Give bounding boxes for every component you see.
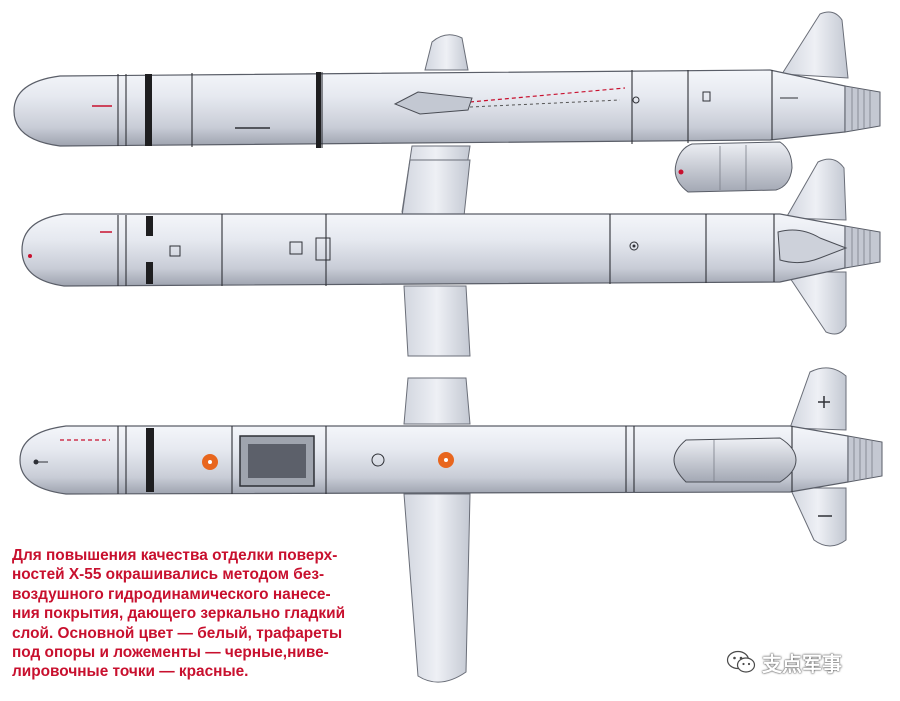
missile-middle <box>21 158 881 357</box>
caption-line: Для повышения качества отделки поверх- <box>12 547 338 564</box>
bottom-nozzle <box>847 435 883 483</box>
caption-line: воздушного гидродинамического нанесе- <box>12 585 331 603</box>
top-engine-pod <box>674 141 793 193</box>
middle-wing-upper <box>401 159 471 217</box>
middle-fuselage <box>21 213 846 287</box>
top-stencil-band <box>145 74 152 146</box>
wechat-icon <box>726 650 756 673</box>
bottom-wing-right <box>403 493 471 683</box>
top-wing-upper <box>424 34 469 71</box>
bottom-fuselage <box>19 425 849 495</box>
bottom-stencil-band <box>146 428 154 492</box>
bottom-engine-pod <box>673 437 797 483</box>
top-tail-fin <box>781 11 849 79</box>
top-nozzle <box>844 85 881 133</box>
caption-line: ния покрытия, дающего зеркально гладкий <box>12 605 346 623</box>
middle-nozzle <box>844 225 881 269</box>
bottom-wing-left <box>403 377 471 425</box>
middle-stencil-band <box>146 216 153 236</box>
middle-tail-fin-upper <box>785 158 847 221</box>
middle-wing-lower <box>403 285 471 357</box>
caption-line: лировочные точки — красные. <box>12 663 249 681</box>
watermark: 支点军事 <box>726 645 842 679</box>
caption-line: ностей Х-55 окрашивались методом без- <box>12 566 325 584</box>
bottom-tail-fin-upper <box>789 367 847 431</box>
missile-bottom <box>19 367 883 683</box>
caption-line: слой. Основной цвет — белый, трафареты <box>12 624 343 642</box>
middle-tail-fin-lower <box>785 271 847 335</box>
caption-text: Для повышения качества отделки поверх- н… <box>12 546 404 682</box>
watermark-text: 支点军事 <box>762 651 842 676</box>
bottom-tail-fin-lower <box>789 487 847 547</box>
caption-line: под опоры и ложементы — черные,ниве- <box>12 644 329 662</box>
